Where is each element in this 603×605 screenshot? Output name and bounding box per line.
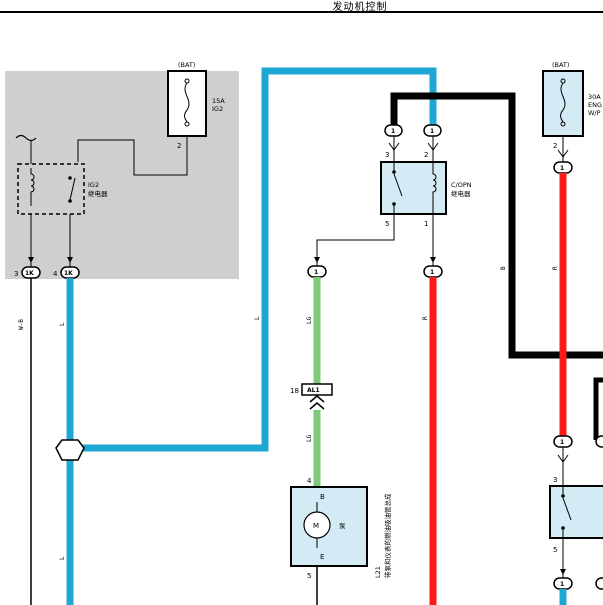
wire-label-l1: L [59,322,66,326]
svg-text:M: M [313,522,319,530]
relay-coil-icon [30,168,35,206]
splice-point [55,439,85,461]
wire-label-l3: L [254,316,261,320]
fuse-ig2: (BAT) 15A IG2 2 [167,61,225,150]
connector-copn-top-right: 1 [423,124,442,137]
relay-ig2: IG2 继电器 [17,163,108,215]
connector-1k-right: 1K 4 [53,266,80,279]
relay-switch-icon [69,177,76,201]
svg-text:1K: 1K [25,270,34,277]
svg-text:2: 2 [553,142,557,150]
relay-copn: C/OPN 继电器 [380,161,472,215]
wire-b-right [593,377,603,440]
svg-text:1: 1 [560,581,564,588]
relay-copn-name: C/OPN [451,181,472,189]
connector-right-relay-top: 1 [553,435,573,448]
wire-label-r2: R [552,266,559,270]
svg-text:ENG: ENG [588,101,602,109]
fuse-ig2-rating: 15A [212,97,225,105]
svg-text:W/P: W/P [588,109,601,117]
relay-switch-icon [393,173,403,197]
fuse-eng-source: (BAT) [552,61,569,69]
relay-ig2-desc: 继电器 [88,189,108,198]
svg-text:18: 18 [290,387,299,395]
page-title: 发动机控制 [332,2,388,13]
svg-text:4: 4 [307,477,312,485]
wire-label-r1: R [422,316,429,320]
wire-label-b: B [500,266,507,270]
svg-text:1K: 1K [64,270,73,277]
svg-text:1: 1 [560,439,564,446]
pump-desc: 带泵和仪表的燃油吸油管总成 [383,493,392,578]
wire-label-lg1: LG [306,316,313,324]
svg-text:1: 1 [314,269,318,276]
svg-text:3: 3 [385,151,389,159]
fuel-pump: 4 B M E 泵 5 [290,477,368,580]
svg-text:5: 5 [385,220,389,228]
pump-code: L21 [374,566,382,578]
svg-text:1: 1 [424,220,428,228]
pump-word: 泵 [339,522,346,530]
relay-ig2-name: IG2 [88,181,99,189]
svg-text:B: B [320,493,325,501]
wire-b-main [390,92,603,359]
svg-text:1: 1 [391,128,395,135]
svg-text:1: 1 [560,165,564,172]
fuse-ig2-pin: 2 [177,142,181,150]
ground-ac-icon [15,134,37,142]
connector-right-relay-bottom: 1 [553,577,573,590]
fuse-ig2-name: IG2 [212,105,223,113]
fuse-element-icon [184,82,190,123]
fuse-eng: (BAT) 30A ENG W/P 2 [542,61,602,150]
wire-ig2-feed [77,136,188,176]
svg-text:30A: 30A [588,93,601,101]
relay-coil-icon [432,162,437,214]
connector-r-top: 1 [423,265,443,278]
wire-label-l2: L [59,556,66,560]
connector-eng-out: 1 [553,161,573,174]
wire-label-wb: W-B [18,319,25,330]
wire-relay-to-pump [316,214,395,266]
relay-right [549,485,603,539]
svg-text:5: 5 [307,572,311,580]
svg-text:AL1: AL1 [307,387,320,394]
connector-lg-top: 1 [307,265,327,278]
wire-label-lg2: LG [306,434,313,442]
svg-text:3: 3 [14,270,18,278]
fuse-ig2-source: (BAT) [178,61,195,69]
wire-l-loop [70,67,437,452]
svg-text:3: 3 [553,476,557,484]
connector-al1: AL1 18 [290,383,333,410]
svg-text:1: 1 [430,128,434,135]
svg-text:2: 2 [424,151,428,159]
svg-text:E: E [320,553,324,561]
svg-text:5: 5 [553,546,557,554]
svg-text:1: 1 [430,269,434,276]
relay-copn-desc: 继电器 [451,189,471,198]
relay-switch-icon [562,497,572,521]
connector-copn-top-left: 1 [384,124,403,137]
fuse-element-icon [560,82,566,123]
svg-text:4: 4 [53,270,58,278]
